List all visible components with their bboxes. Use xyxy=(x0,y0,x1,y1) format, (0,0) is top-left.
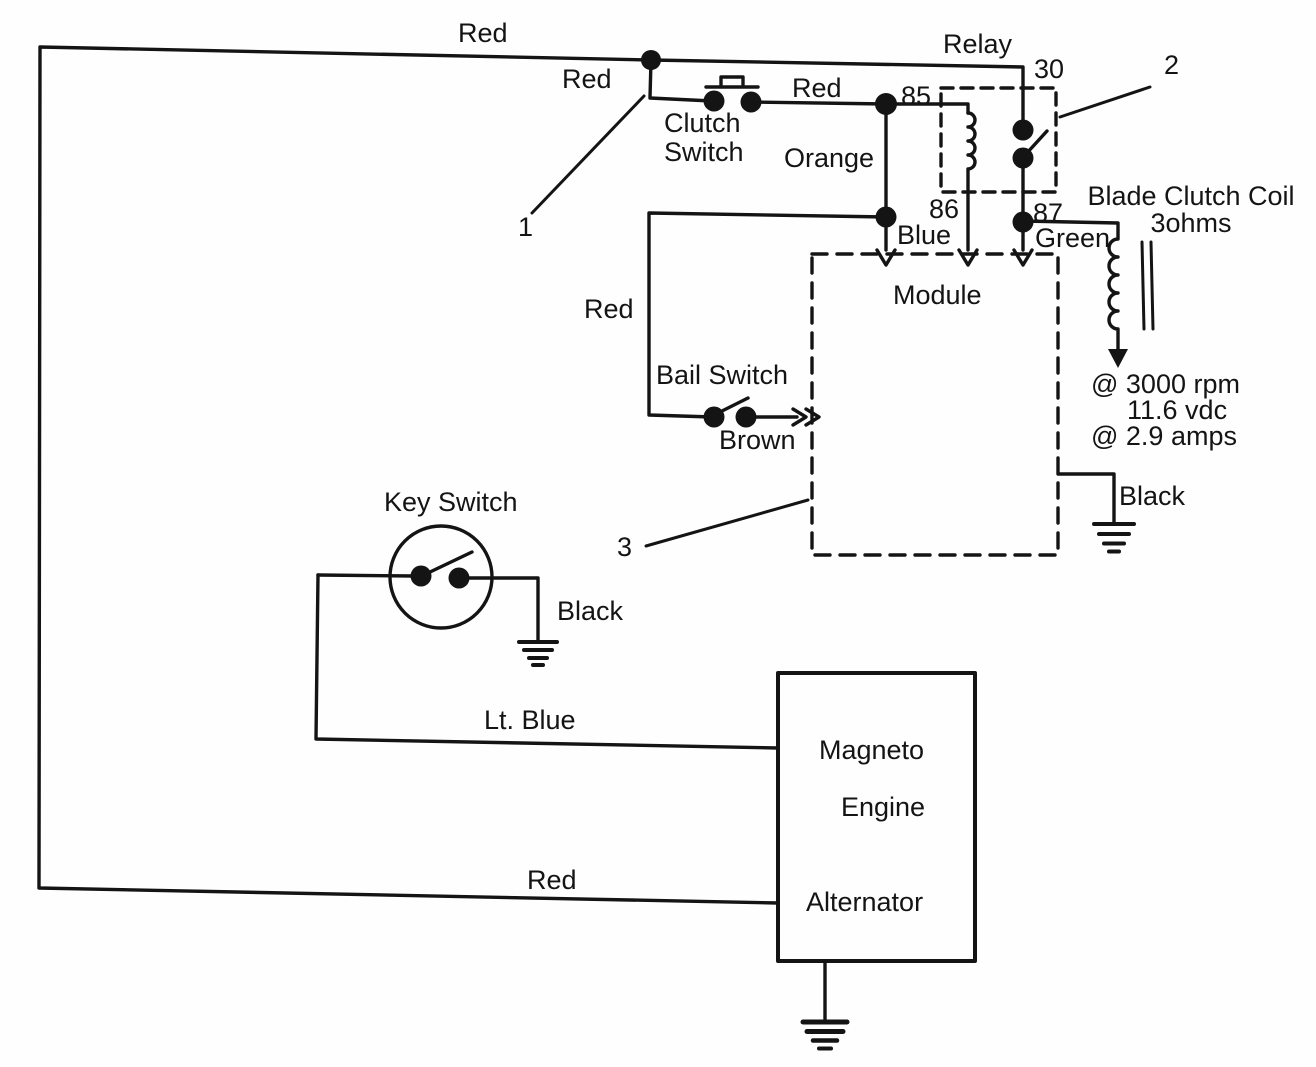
key-switch-contact-left xyxy=(410,565,432,587)
junction-dot-orange xyxy=(875,206,897,228)
callout-3-line xyxy=(644,498,810,548)
relay-box xyxy=(939,86,1058,194)
wire-green-to-blade-coil xyxy=(1021,219,1120,352)
blade-coil-spec-vdc: 11.6 vdc xyxy=(1127,395,1228,425)
wire-label-blue: Blue xyxy=(897,220,952,250)
bail-switch-contact-left xyxy=(703,406,725,428)
arrow-brown-chevron-1 xyxy=(791,407,808,427)
callout-1-line xyxy=(530,94,646,215)
module-label: Module xyxy=(893,280,982,310)
clutch-switch-label-line2: Switch xyxy=(664,137,744,167)
engine-label-engine: Engine xyxy=(841,792,926,822)
wire-lt-blue xyxy=(314,573,780,750)
callout-1: 1 xyxy=(518,212,534,242)
relay-contact-upper xyxy=(1012,119,1034,141)
relay-terminal-85: 85 xyxy=(901,81,932,111)
relay-coil-icon xyxy=(966,111,977,252)
key-switch-label: Key Switch xyxy=(384,487,518,517)
junction-dots xyxy=(410,50,1034,589)
wire-label-brown: Brown xyxy=(719,425,796,455)
arrow-blade-coil-tip xyxy=(1108,349,1128,368)
blade-coil-spec-rpm: @ 3000 rpm xyxy=(1091,369,1240,399)
wire-black-module-ground xyxy=(1056,472,1116,524)
wire-label-red-clutch: Red xyxy=(792,73,842,103)
ground-symbol-engine xyxy=(800,1019,850,1051)
key-switch-arm-icon xyxy=(428,550,474,574)
engine-label-alternator: Alternator xyxy=(806,887,924,917)
blade-coil-spec-amps: @ 2.9 amps xyxy=(1091,421,1237,451)
wire-label-lt-blue: Lt. Blue xyxy=(484,705,576,735)
junction-dot-main xyxy=(641,50,661,70)
blade-clutch-coil-name: Blade Clutch Coil xyxy=(1087,181,1295,211)
engine-label-magneto: Magneto xyxy=(819,735,925,765)
bail-switch-arm-icon xyxy=(720,396,750,413)
callout-3: 3 xyxy=(617,532,633,562)
bail-switch-contact-right xyxy=(735,406,757,428)
relay-terminal-86: 86 xyxy=(929,194,960,224)
clutch-switch-label-line1: Clutch xyxy=(664,108,741,138)
callout-2: 2 xyxy=(1164,50,1180,80)
wire-black-key-ground xyxy=(464,576,540,642)
engine-box xyxy=(776,671,977,963)
wire-label-orange: Orange xyxy=(784,143,875,173)
blade-coil-core-bar-2 xyxy=(1149,240,1155,331)
blade-clutch-coil-resistance: 3ohms xyxy=(1150,208,1232,238)
clutch-switch-label: Clutch Switch xyxy=(664,109,744,167)
clutch-switch-contact-right xyxy=(740,91,762,113)
key-switch-contact-right xyxy=(448,567,470,589)
relay-label: Relay xyxy=(943,29,1013,59)
blade-coil-core-bar-1 xyxy=(1140,240,1146,331)
ground-symbol-module xyxy=(1092,522,1136,554)
callout-2-line xyxy=(1058,85,1152,119)
clutch-switch-contact-left xyxy=(703,90,725,112)
wire-label-red-bail: Red xyxy=(584,294,634,324)
wire-red-main-loop xyxy=(37,45,1025,905)
relay-terminal-87: 87 xyxy=(1033,198,1064,228)
wire-label-black-module: Black xyxy=(1119,481,1186,511)
wire-label-black-key: Black xyxy=(557,596,624,626)
wire-label-green: Green xyxy=(1035,223,1111,253)
junction-dot-87 xyxy=(1012,211,1034,233)
clutch-switch-button-cap-icon xyxy=(719,75,745,88)
wire-red-bail-loop xyxy=(647,211,888,419)
wire-junction-to-clutch-switch xyxy=(648,58,714,103)
wire-label-red-branch: Red xyxy=(562,64,612,94)
arrow-green-into-module xyxy=(1012,248,1034,267)
arrow-86-into-module xyxy=(957,248,979,267)
junction-dot-85 xyxy=(875,93,897,115)
arrow-orange-into-module xyxy=(875,248,897,267)
wire-label-red-alternator: Red xyxy=(527,865,577,895)
bail-switch-label: Bail Switch xyxy=(656,360,789,390)
relay-contact-lower xyxy=(1012,147,1034,169)
blade-clutch-coil-label: Blade Clutch Coil 3ohms xyxy=(1080,183,1302,237)
wire-into-key-switch xyxy=(316,573,416,578)
wire-red-clutch-to-85 xyxy=(750,100,970,115)
wire-label-red-top: Red xyxy=(458,18,508,48)
relay-terminal-30: 30 xyxy=(1034,54,1065,84)
ground-symbol-key xyxy=(517,640,559,667)
